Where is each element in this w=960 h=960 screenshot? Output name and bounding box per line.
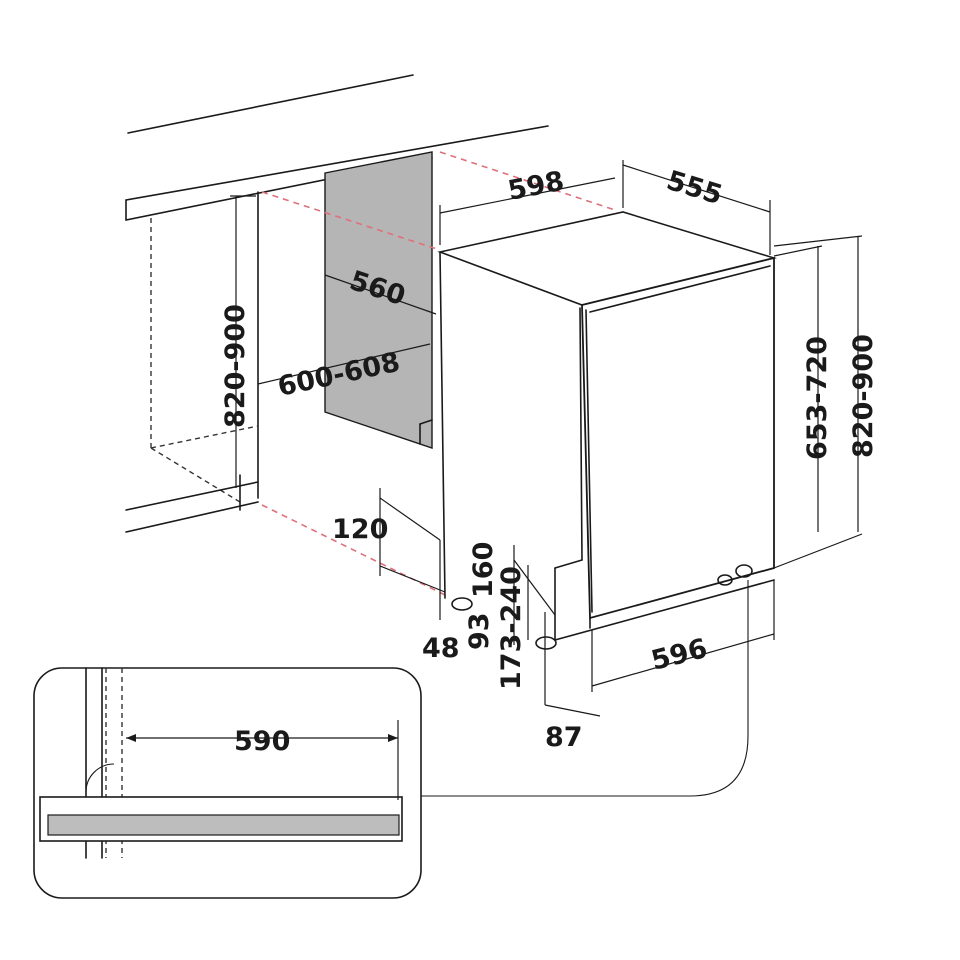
label-820-900-right: 820-900: [848, 334, 879, 458]
label-160: 160: [468, 542, 499, 598]
label-93: 93: [464, 612, 495, 650]
label-48: 48: [422, 633, 460, 664]
label-598: 598: [505, 166, 566, 207]
label-87: 87: [545, 722, 583, 753]
label-653-720: 653-720: [802, 336, 833, 460]
back-panel: [324, 151, 433, 449]
dishwasher-body: [437, 211, 778, 650]
label-590: 590: [234, 726, 290, 757]
detail-inset: [33, 580, 749, 899]
label-555: 555: [663, 165, 726, 211]
dimension-lines: [230, 160, 863, 717]
label-120: 120: [332, 514, 388, 545]
label-820-900-left: 820-900: [220, 304, 251, 428]
label-173-240: 173-240: [496, 566, 527, 690]
label-596: 596: [648, 633, 710, 677]
left-cabinet: [125, 191, 259, 533]
